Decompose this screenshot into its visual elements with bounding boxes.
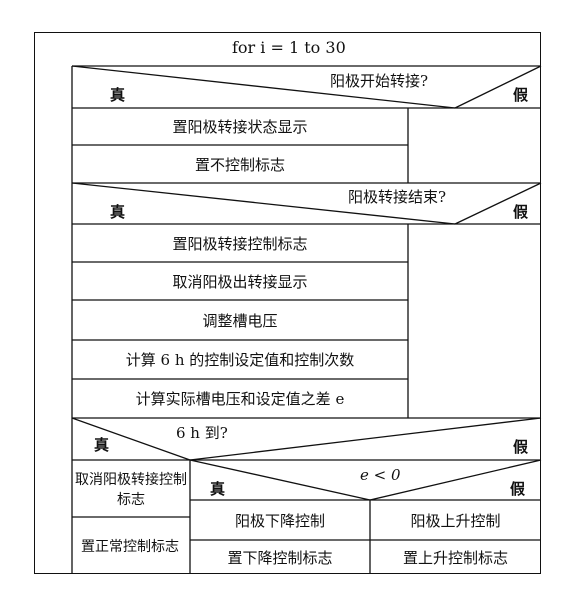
decision1-false-label: 假 [513,86,529,104]
decision3-false-label: 假 [513,438,529,456]
decision2-step-3: 调整槽电压 [202,311,278,330]
decision1-true-label: 真 [110,86,126,104]
decision4-false-label: 假 [510,480,526,498]
decision4-question: e < 0 [360,466,401,484]
decision3-true-label: 真 [94,436,110,454]
decision1-step-1: 置阳极转接状态显示 [172,118,308,136]
decision3-diag-right [189,417,542,461]
decision3-step-1: 取消阳极转接控制标志 [75,471,187,508]
decision2-step-4: 计算 6 h 的控制设定值和控制次数 [125,351,355,369]
decision1-step-2: 置不控制标志 [194,155,285,174]
decision2-false-label: 假 [513,203,529,221]
decision4-false-step-2: 置上升控制标志 [402,548,508,567]
decision2-true-label: 真 [110,203,126,221]
decision4-true-label: 真 [210,480,226,498]
decision4-true-step-1: 阳极下降控制 [234,511,325,530]
decision4-true-step-2: 置下降控制标志 [227,548,333,567]
decision4-false-step-1: 阳极上升控制 [410,511,501,530]
decision4-diag-right [369,459,542,501]
decision3-question: 6 h 到? [176,424,228,442]
decision3-diag-left [71,417,191,461]
decision1-diag-right [454,65,542,109]
decision2-diag-left [71,182,456,225]
loop-label: for i = 1 to 30 [232,38,346,57]
decision1-question: 阳极开始转接? [330,72,429,90]
nassi-shneiderman-diagram [34,32,541,574]
decision2-diag-right [454,182,542,225]
decision4-diag-left [189,459,371,501]
decision2-step-1: 置阳极转接控制标志 [172,234,308,253]
decision2-step-5: 计算实际槽电压和设定值之差 e [135,390,345,408]
decision3-step-2: 置正常控制标志 [81,538,179,555]
decision1-diag-left [71,65,456,109]
decision2-question: 阳极转接结束? [348,188,447,206]
decision2-step-2: 取消阳极出转接显示 [172,272,308,291]
